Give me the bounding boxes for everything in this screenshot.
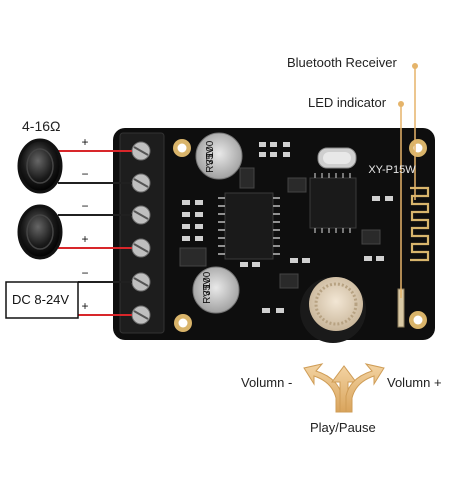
capacitor-top: [195, 132, 243, 181]
polarity-mark: +: [81, 135, 88, 149]
capacitor-bottom: [192, 266, 240, 315]
capacitor-top-line3: RVT: [205, 153, 216, 173]
capacitor-bottom-line2: 35V: [202, 278, 213, 296]
volume-up-label: Volumn +: [387, 375, 442, 390]
polarity-mark: +: [81, 232, 88, 246]
play-pause-label: Play/Pause: [310, 420, 376, 435]
knob-action-arrows: [303, 363, 385, 413]
power-input-label: DC 8-24V: [12, 292, 70, 307]
arrow-left-icon: [303, 363, 343, 413]
led-indicator-label: LED indicator: [308, 95, 387, 110]
bluetooth-receiver-label: Bluetooth Receiver: [287, 55, 397, 70]
capacitor-top-line2: 35V: [205, 147, 216, 165]
speaker-icon: [17, 204, 63, 260]
capacitor-top-line1: 100: [205, 140, 216, 157]
bluetooth-chip: [309, 177, 357, 229]
smd-components: [182, 142, 393, 313]
amplifier-chip: [224, 192, 274, 260]
speaker-icon: [17, 138, 63, 194]
terminal-block: [119, 132, 165, 334]
impedance-label: 4-16Ω: [22, 118, 61, 134]
polarity-mark: +: [81, 299, 88, 313]
polarity-mark: −: [81, 199, 88, 213]
polarity-mark: −: [81, 266, 88, 280]
bluetooth-antenna: [410, 186, 430, 262]
rotary-knob-icon: [300, 277, 366, 343]
board-model-marking: XY-P15W: [368, 164, 416, 176]
power-input-box: [5, 281, 79, 319]
polarity-mark: −: [81, 167, 88, 181]
volume-down-label: Volumn -: [241, 375, 293, 390]
capacitor-bottom-line1: 100: [202, 271, 213, 288]
arrow-right-icon: [345, 363, 385, 413]
capacitor-bottom-line3: RVT: [202, 284, 213, 304]
